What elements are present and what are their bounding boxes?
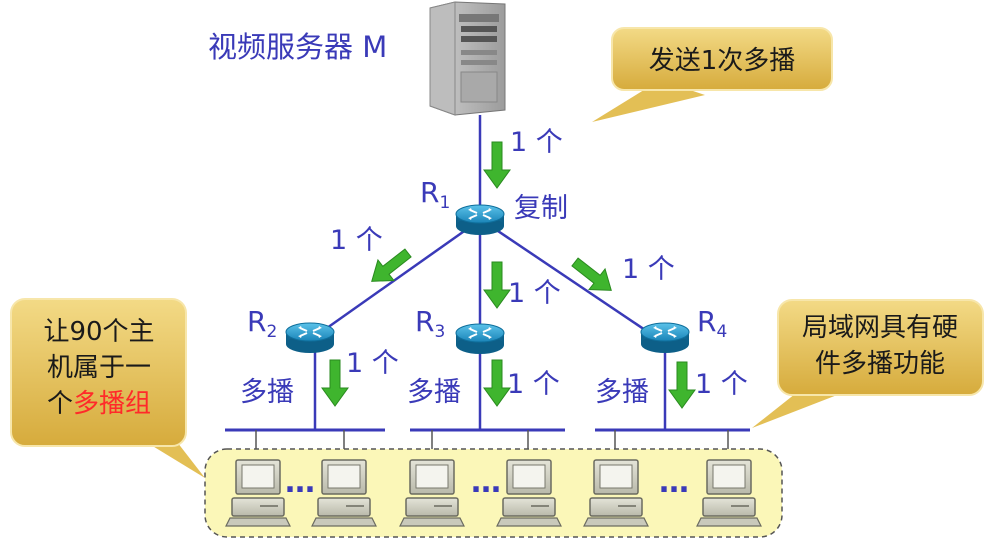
callout-group-line: 机属于一 xyxy=(46,353,151,383)
host-computer-icon xyxy=(696,459,762,527)
count-label: 1 个 xyxy=(330,225,383,256)
server-label: 视频服务器 M xyxy=(208,30,387,64)
callout-group-text: 让90个主 机属于一 个多播组 xyxy=(14,314,184,422)
count-label: 1 个 xyxy=(507,369,560,400)
network-links xyxy=(309,115,667,430)
callout-group-line: 个多播组 xyxy=(46,389,152,419)
host-computer-icon xyxy=(399,459,465,527)
arrow-down-icon xyxy=(668,361,696,409)
multicast-group-highlight: 多播组 xyxy=(73,389,152,419)
count-label: 1 个 xyxy=(346,348,399,379)
host-computer-icon xyxy=(583,459,649,527)
router-r3-label: R3 xyxy=(415,305,445,342)
router-r2-icon xyxy=(285,322,335,354)
arrow-down-icon xyxy=(321,359,349,407)
count-label: 1 个 xyxy=(510,127,563,158)
host-computer-icon xyxy=(311,459,377,527)
ellipsis-lan-3: … xyxy=(659,465,689,500)
callout-send-once-text: 发送1次多播 xyxy=(649,46,796,76)
callout-lan-line: 件多播功能 xyxy=(814,349,945,379)
callout-lan-hardware xyxy=(752,299,984,428)
router-r1-label: R1 xyxy=(420,176,450,213)
callout-multicast-group xyxy=(10,298,205,478)
multicast-label: 多播 xyxy=(240,377,294,408)
arrow-down-icon xyxy=(483,261,511,309)
router-r4-label: R4 xyxy=(697,305,727,342)
multicast-label: 多播 xyxy=(407,377,461,408)
count-label: 1 个 xyxy=(695,369,748,400)
count-label: 1 个 xyxy=(622,254,675,285)
arrow-down-icon xyxy=(483,141,511,189)
callout-send-once xyxy=(592,27,833,122)
callout-lan-text: 局域网具有硬 件多播功能 xyxy=(780,310,980,382)
router-r3-icon xyxy=(455,323,505,355)
host-computer-icon xyxy=(496,459,562,527)
ellipsis-lan-2: … xyxy=(471,465,501,500)
router-r2-label: R2 xyxy=(247,305,277,342)
host-computer-icon xyxy=(225,459,291,527)
arrow-down-right-icon xyxy=(566,251,620,302)
video-server-icon xyxy=(429,1,506,116)
count-label: 1 个 xyxy=(508,278,561,309)
callout-group-line: 让90个主 xyxy=(43,317,155,347)
ellipsis-lan-1: … xyxy=(285,465,315,500)
callout-lan-line: 局域网具有硬 xyxy=(801,313,958,343)
router-r4-icon xyxy=(640,322,690,354)
copy-label: 复制 xyxy=(514,193,568,224)
multicast-label: 多播 xyxy=(595,377,649,408)
router-r1-icon xyxy=(455,204,505,236)
